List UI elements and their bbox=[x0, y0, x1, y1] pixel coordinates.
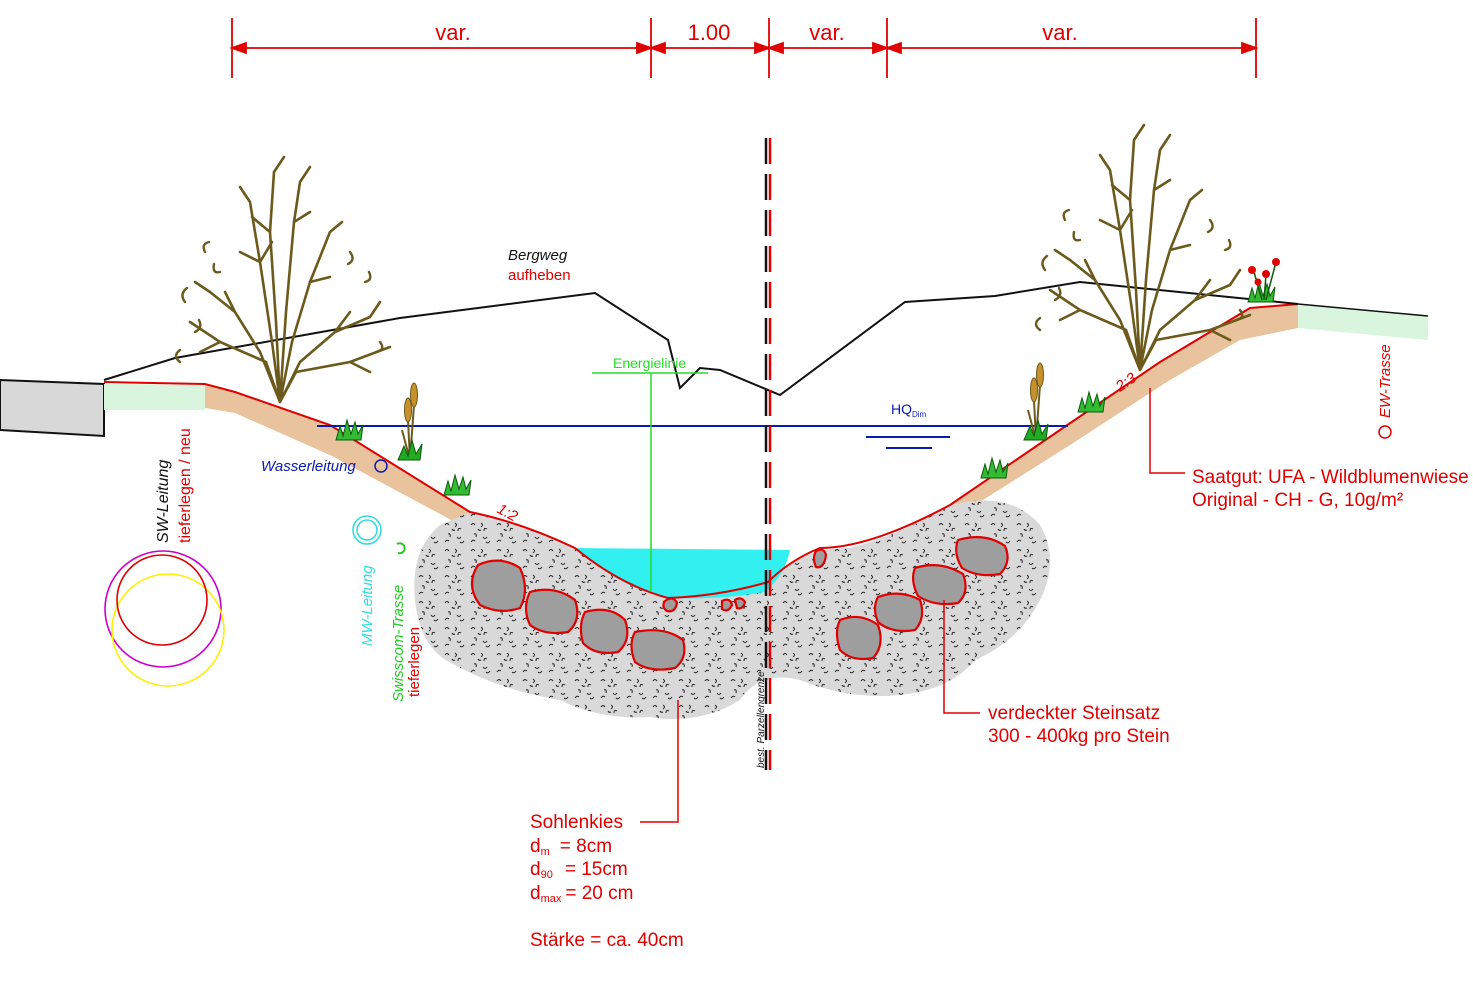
stone-group bbox=[470, 535, 1009, 671]
terrain-profile bbox=[103, 303, 1299, 600]
grass-tuft-icon bbox=[335, 419, 364, 441]
ew-trasse-label: EW-Trasse bbox=[1377, 344, 1394, 418]
stone bbox=[911, 563, 967, 606]
sw-leitung-label: SW-Leitung bbox=[155, 460, 172, 543]
saatgut-line1: Saatgut: UFA - Wildblumenwiese bbox=[1192, 467, 1469, 488]
sohlenkies-staerke: Stärke = ca. 40cm bbox=[530, 930, 684, 951]
stone bbox=[524, 588, 579, 635]
stone bbox=[470, 559, 527, 612]
steinsatz-line1: verdeckter Steinsatz bbox=[988, 703, 1160, 724]
water-body bbox=[575, 548, 790, 599]
leader-saatgut bbox=[1149, 388, 1185, 474]
reed-icon bbox=[1023, 362, 1049, 441]
dimension-label-4: var. bbox=[1042, 20, 1077, 45]
saatgut-line2: Original - CH - G, 10g/m² bbox=[1192, 490, 1403, 511]
sw-leitung-note: tieferlegen / neu bbox=[177, 428, 194, 543]
gravel-bed bbox=[414, 500, 1050, 719]
stone bbox=[873, 592, 924, 633]
swisscom-label: Swisscom-Trasse bbox=[390, 585, 407, 702]
leader-sohlenkies bbox=[640, 700, 679, 823]
stone bbox=[720, 598, 734, 612]
stone bbox=[955, 535, 1009, 577]
bergweg-label: Bergweg bbox=[508, 247, 568, 264]
swisscom-note: tieferlegen bbox=[406, 627, 423, 697]
steinsatz-line2: 300 - 400kg pro Stein bbox=[988, 726, 1170, 747]
hq-label: HQDim bbox=[891, 401, 927, 419]
energielinie-label: Energielinie bbox=[613, 355, 686, 371]
reed-icon bbox=[397, 382, 423, 461]
bergweg-line bbox=[103, 280, 1299, 397]
dimension-label-3: var. bbox=[809, 20, 844, 45]
stone bbox=[733, 597, 747, 610]
stone bbox=[630, 629, 686, 671]
wasserleitung-label: Wasserleitung bbox=[261, 458, 356, 475]
sohlenkies-dm: dm= 8cm bbox=[530, 836, 612, 858]
sw-pipe-icon bbox=[104, 550, 225, 687]
grass-tuft-icon bbox=[443, 474, 472, 496]
bergweg-note: aufheben bbox=[508, 267, 571, 284]
dimension-label-1: var. bbox=[435, 20, 470, 45]
sohlenkies-title: Sohlenkies bbox=[530, 812, 623, 833]
stone bbox=[662, 597, 679, 613]
ew-trasse-icon bbox=[1378, 425, 1392, 439]
shrub-icon bbox=[1034, 123, 1252, 372]
grass-band-left bbox=[104, 384, 205, 410]
leader-steinsatz bbox=[943, 600, 980, 714]
shrub-icon bbox=[174, 155, 392, 404]
soil-layer-right bbox=[950, 304, 1298, 505]
flower-icon bbox=[1248, 258, 1280, 301]
dimension-chain bbox=[229, 18, 1259, 78]
swisscom-icon bbox=[396, 542, 406, 555]
sohlenkies-dmax: dmax= 20 cm bbox=[530, 883, 633, 905]
wasserleitung-icon bbox=[374, 459, 388, 473]
parzellengrenze-label: best. Parzellengrenze bbox=[756, 671, 767, 768]
road-slab bbox=[0, 378, 105, 438]
stone bbox=[835, 615, 882, 661]
stone bbox=[812, 548, 828, 569]
mw-pipe-icon bbox=[352, 515, 382, 545]
dimension-label-2: 1.00 bbox=[688, 20, 731, 45]
sohlenkies-d90: d90= 15cm bbox=[530, 859, 628, 881]
stone bbox=[579, 608, 629, 655]
mw-leitung-label: MW-Leitung bbox=[359, 565, 376, 646]
soil-layer bbox=[205, 385, 470, 530]
